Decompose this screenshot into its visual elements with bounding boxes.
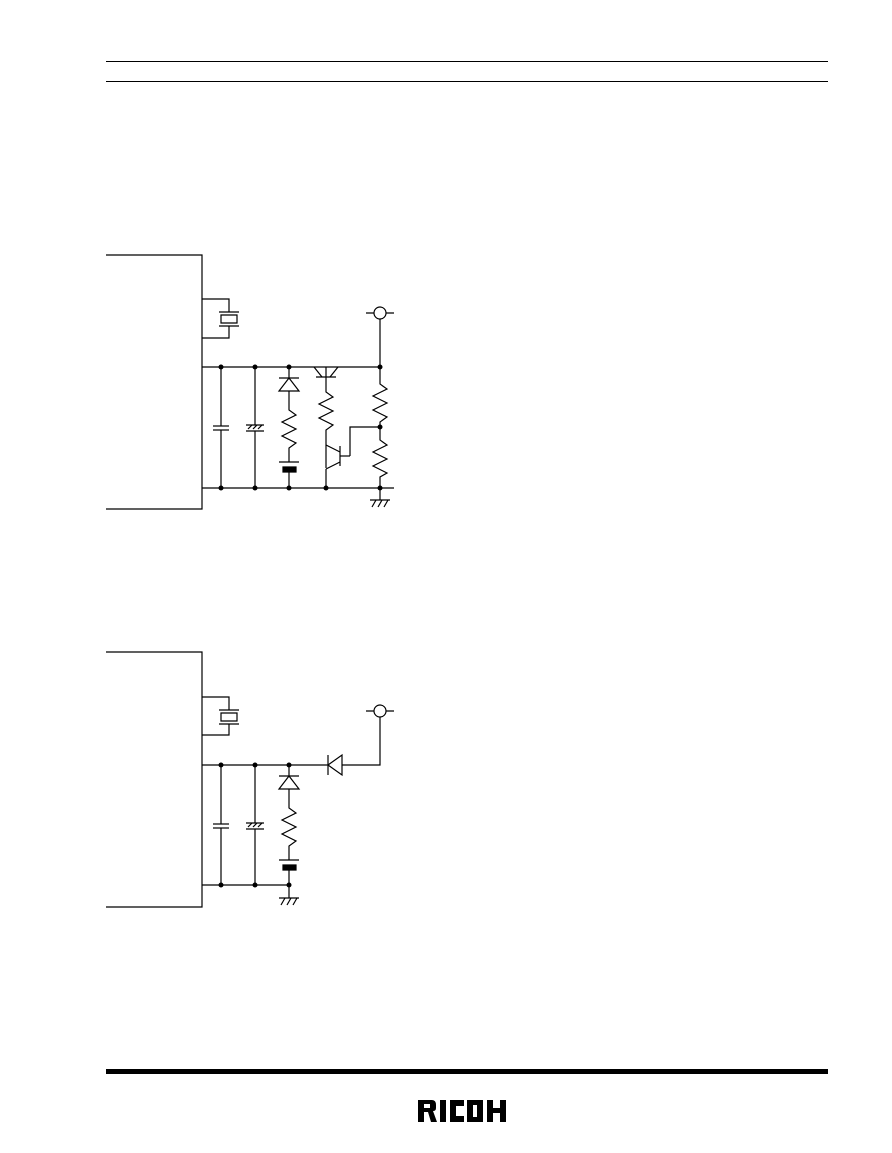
ricoh-logo-mark <box>418 1100 506 1122</box>
capacitor-symbol <box>213 765 229 885</box>
backup-circuit-schematic-2 <box>0 640 892 920</box>
double-layer-capacitor-symbol <box>246 765 264 885</box>
npn-transistor-symbol <box>326 427 380 488</box>
supply-terminal-symbol <box>366 705 394 717</box>
header-rule-top <box>106 61 828 62</box>
resistor-symbol <box>373 367 387 427</box>
footer-rule <box>106 1069 828 1074</box>
diode-symbol <box>279 367 299 400</box>
chip-outline <box>106 652 202 907</box>
junction-dots <box>218 762 292 888</box>
resistor-symbol <box>282 400 296 462</box>
battery-symbol <box>279 860 299 885</box>
crystal-oscillator-symbol <box>202 697 239 735</box>
resistor-symbol <box>319 377 333 440</box>
header-rule-bottom <box>106 81 828 82</box>
ricoh-logo: RICOH <box>416 1098 514 1126</box>
capacitor-symbol <box>213 367 229 488</box>
junction-dots <box>218 364 383 491</box>
pnp-transistor-symbol <box>314 367 338 377</box>
crystal-oscillator-symbol <box>202 299 239 338</box>
resistor-symbol <box>282 798 296 860</box>
ground-symbol <box>370 488 390 507</box>
supply-terminal-symbol <box>366 307 394 319</box>
double-layer-capacitor-symbol <box>246 367 264 488</box>
resistor-symbol <box>373 427 387 488</box>
diode-symbol <box>279 765 299 798</box>
series-diode-symbol <box>328 711 380 775</box>
ground-symbol <box>279 885 299 905</box>
chip-outline <box>106 255 202 509</box>
battery-symbol <box>279 462 299 488</box>
backup-circuit-schematic-1 <box>0 240 892 520</box>
